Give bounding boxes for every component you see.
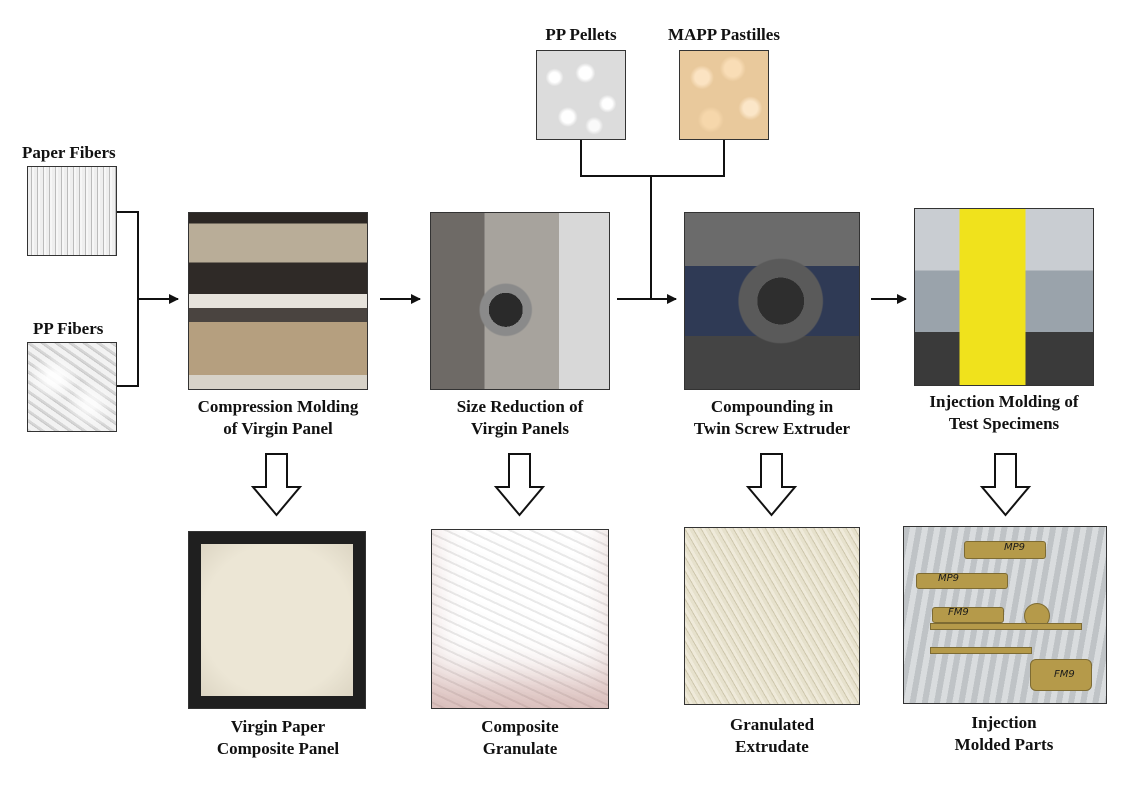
part-marking: MP9 — [1004, 542, 1026, 553]
down-arrow-icon — [745, 453, 798, 517]
composite-panel-photo — [188, 531, 366, 709]
injection-molding-photo — [914, 208, 1094, 386]
pp-fibers-label: PP Fibers — [33, 319, 104, 338]
output-label-granulate: Composite Granulate — [410, 716, 630, 760]
output-label-line: Extrudate — [735, 737, 809, 756]
molded-part — [1030, 659, 1092, 691]
down-arrow-icon — [493, 453, 546, 517]
granulated-extrudate-photo — [684, 527, 860, 705]
output-label-line: Composite — [481, 717, 559, 736]
step-label-line: of Virgin Panel — [223, 419, 333, 438]
paper-fibers-photo — [27, 166, 117, 256]
size-reduction-photo — [430, 212, 610, 390]
output-label-line: Composite Panel — [216, 739, 340, 758]
step-label-line: Twin Screw Extruder — [693, 419, 851, 438]
down-arrow-icon — [250, 453, 303, 517]
mapp-pastilles-label: MAPP Pastilles — [668, 25, 780, 44]
compounding-photo — [684, 212, 860, 390]
paper-fibers-connector — [117, 211, 139, 299]
part-marking: FM9 — [948, 607, 969, 618]
step-label-line: Compression Molding — [197, 397, 359, 416]
molded-part — [932, 607, 1004, 623]
molded-part — [964, 541, 1046, 559]
step-label-line: Size Reduction of — [456, 397, 584, 416]
output-label-extrudate: Granulated Extrudate — [662, 714, 882, 758]
molded-part — [930, 623, 1082, 630]
pp-pellets-photo — [536, 50, 626, 140]
molded-part — [916, 573, 1008, 589]
step-label-line: Virgin Panels — [470, 419, 570, 438]
pp-fibers-photo — [27, 342, 117, 432]
step-label-line: Injection Molding of — [929, 392, 1079, 411]
pp-fibers-connector — [117, 299, 139, 387]
part-marking: MP9 — [938, 573, 960, 584]
step-label-line: Test Specimens — [948, 414, 1060, 433]
pellets-connector — [580, 140, 725, 177]
paper-fibers-label: Paper Fibers — [22, 143, 116, 162]
molded-part — [930, 647, 1032, 654]
compression-molding-photo — [188, 212, 368, 390]
down-arrow-icon — [979, 453, 1032, 517]
mapp-pastilles-photo — [679, 50, 769, 140]
output-label-line: Granulated — [729, 715, 815, 734]
step-label-line: Compounding in — [710, 397, 834, 416]
output-label-line: Injection — [971, 713, 1037, 732]
step-label-size-reduction: Size Reduction of Virgin Panels — [410, 396, 630, 440]
output-label-line: Molded Parts — [954, 735, 1054, 754]
molded-parts-photo: MP9 MP9 FM9 FM9 — [903, 526, 1107, 704]
output-label-line: Granulate — [482, 739, 558, 758]
step-label-injection: Injection Molding of Test Specimens — [894, 391, 1114, 435]
output-label-molded-parts: Injection Molded Parts — [894, 712, 1114, 756]
part-marking: FM9 — [1054, 669, 1075, 680]
pp-pellets-label: PP Pellets — [545, 25, 617, 44]
output-label-line: Virgin Paper — [230, 717, 326, 736]
step-label-compression: Compression Molding of Virgin Panel — [168, 396, 388, 440]
composite-granulate-photo — [431, 529, 609, 709]
output-label-panel: Virgin Paper Composite Panel — [168, 716, 388, 760]
step-label-compounding: Compounding in Twin Screw Extruder — [662, 396, 882, 440]
